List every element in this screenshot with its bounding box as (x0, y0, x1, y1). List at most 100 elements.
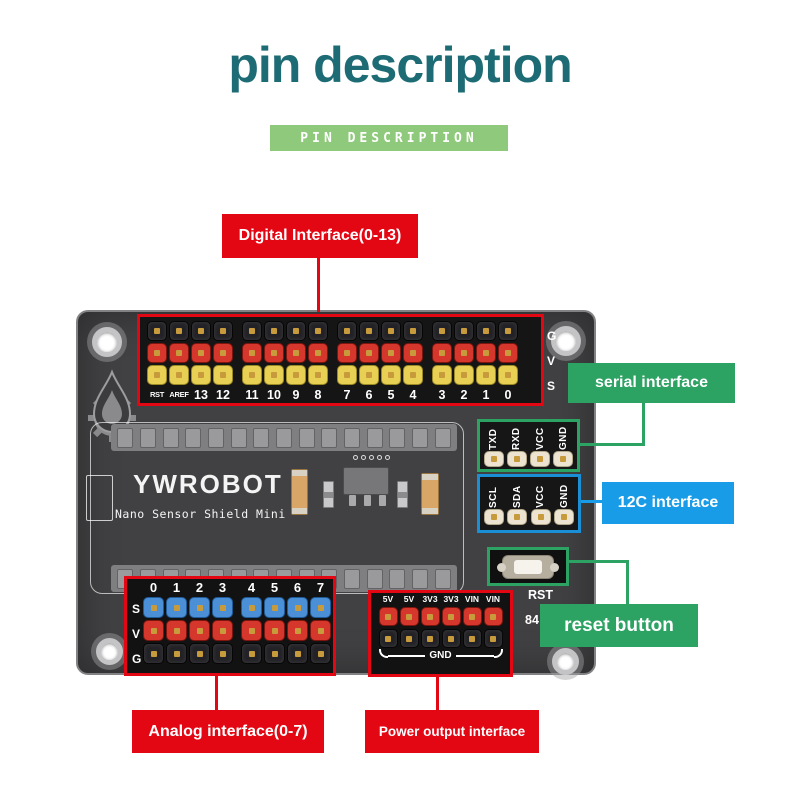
black-pin (399, 629, 419, 648)
black-pin (241, 643, 262, 664)
pin-contact (176, 372, 182, 378)
analog-pin-label: 1 (172, 580, 181, 595)
black-pin (143, 643, 164, 664)
socket-pin (366, 568, 383, 589)
cream-pin (554, 509, 575, 525)
analog-pin-row (143, 620, 233, 641)
pin-contact (514, 514, 521, 520)
pin-contact (294, 650, 301, 657)
reset-connector-line (567, 560, 629, 563)
resistor (323, 481, 334, 508)
black-pin (337, 321, 357, 341)
pin-contact (196, 627, 203, 634)
pin-contact (198, 328, 204, 334)
black-pin (441, 629, 461, 648)
analog-row-label: G (132, 652, 142, 666)
analog-pin-label: 6 (293, 580, 302, 595)
black-pin (403, 321, 423, 341)
digital-pin-label: AREF (169, 390, 189, 399)
pin-contact (388, 350, 394, 356)
socket-pin (185, 427, 202, 448)
analog-pin-label: 7 (316, 580, 325, 595)
socket-pin (411, 427, 428, 448)
serial-pin-label: TXD (488, 428, 500, 451)
reset-connector-line (626, 560, 629, 606)
digital-pin-label: 9 (292, 387, 300, 402)
regulator-pads (353, 455, 390, 460)
part-number-silkscreen: 84 (525, 613, 539, 627)
red-pin (242, 343, 262, 363)
pin-contact (385, 635, 391, 642)
red-pin (483, 607, 503, 626)
pin-contact (366, 350, 372, 356)
analog-pin-label: 5 (270, 580, 279, 595)
board-name-silkscreen: Nano Sensor Shield Mini (115, 507, 286, 521)
cream-pin (507, 509, 528, 525)
pin-contact (490, 514, 497, 520)
blue-pin (143, 597, 164, 618)
black-pin (264, 321, 284, 341)
analog-pin-label: 3 (218, 580, 227, 595)
serial-pin-label: RXD (511, 427, 523, 450)
digital-pin-label: 7 (343, 387, 351, 402)
yellow-pin (337, 365, 357, 385)
red-pin (287, 620, 308, 641)
gnd-bracket-line (455, 654, 494, 657)
power-pin-label: VIN (464, 594, 480, 604)
digital-pin-label: 3 (438, 387, 446, 402)
digital-row-label: G (547, 329, 557, 343)
pin-contact (315, 328, 321, 334)
reset-pushbutton[interactable] (497, 554, 559, 579)
red-pin (286, 343, 306, 363)
mounting-hole (92, 327, 122, 357)
i2c-interface-label: 12C interface (602, 482, 734, 524)
regulator-legs (349, 495, 386, 506)
blue-pin (166, 597, 187, 618)
pin-contact (461, 328, 467, 334)
pin-contact (513, 456, 520, 462)
serial-interface-label: serial interface (568, 363, 735, 403)
pin-contact (483, 372, 489, 378)
pin-contact (154, 328, 160, 334)
blue-pin (287, 597, 308, 618)
analog-pin-label: 2 (195, 580, 204, 595)
black-pin (381, 321, 401, 341)
socket-pin (366, 427, 383, 448)
pin-contact (196, 604, 203, 611)
i2c-column: GND (554, 480, 575, 528)
black-pin (308, 321, 328, 341)
red-pin (264, 620, 285, 641)
black-pin (286, 321, 306, 341)
red-pin (420, 607, 440, 626)
pin-contact (448, 613, 454, 620)
socket-pin (434, 427, 451, 448)
pin-contact (293, 328, 299, 334)
power-interface-label: Power output interface (365, 710, 539, 753)
pin-contact (198, 372, 204, 378)
red-pin (432, 343, 452, 363)
pin-contact (505, 328, 511, 334)
black-pin (378, 629, 398, 648)
yellow-pin (308, 365, 328, 385)
analog-pin-label: 4 (247, 580, 256, 595)
red-pin (399, 607, 419, 626)
button-contact (497, 562, 506, 572)
analog-pin-row (241, 643, 331, 664)
black-pin (287, 643, 308, 664)
digital-row-label: V (547, 354, 556, 368)
pin-contact (439, 328, 445, 334)
black-pin (213, 321, 233, 341)
pin-contact (294, 604, 301, 611)
pin-contact (410, 350, 416, 356)
pin-contact (249, 328, 255, 334)
pin-contact (154, 372, 160, 378)
cream-pin (483, 451, 504, 467)
power-pin-label: 3V3 (443, 594, 459, 604)
pin-contact (220, 372, 226, 378)
yellow-pin (147, 365, 167, 385)
yellow-pin (403, 365, 423, 385)
